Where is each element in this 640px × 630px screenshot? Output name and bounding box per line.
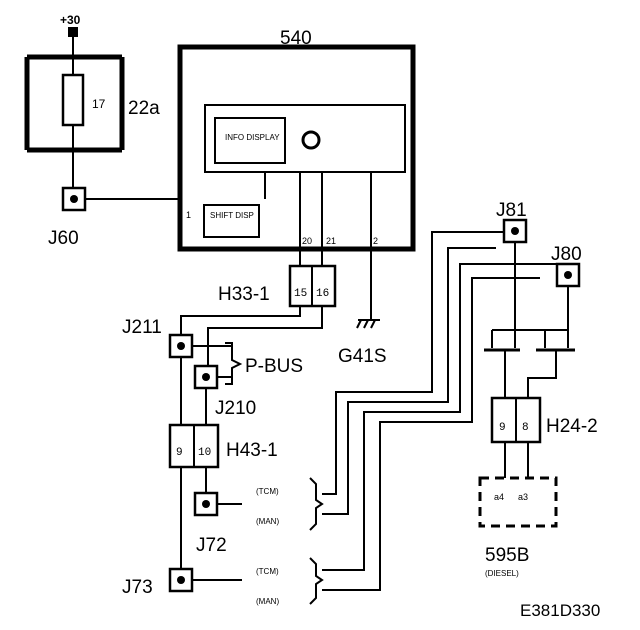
h43-pin-10: 10 [198, 447, 211, 459]
supply-label: +30 [60, 13, 81, 27]
pin-1-label: 1 [186, 210, 191, 220]
h33-pin-16: 16 [316, 288, 329, 300]
h33-1-label: H33-1 [218, 284, 270, 305]
connector-j72 [193, 491, 219, 517]
h24-pin-8: 8 [522, 422, 529, 434]
module-ref-label: 540 [280, 28, 312, 49]
shift-display-label: SHIFT DISP [210, 211, 254, 220]
j73-label: J73 [122, 577, 153, 598]
connector-j81 [502, 218, 528, 244]
conn-a4: a4 [494, 492, 504, 502]
info-display-label: INFO DISPLAY [225, 133, 280, 142]
fuse-number: 17 [92, 97, 106, 111]
diagram-code: E381D330 [520, 601, 600, 620]
connector-j211 [168, 333, 194, 359]
j72-label: J72 [196, 535, 227, 556]
connector-h43-1: 9 10 [168, 423, 220, 469]
connector-h33-1: 15 16 [288, 264, 337, 308]
pin-21-label: 21 [326, 236, 336, 246]
conn-a3: a3 [518, 492, 528, 502]
pin-20-label: 20 [302, 236, 312, 246]
g41s-label: G41S [338, 346, 387, 367]
j211-label: J211 [122, 317, 162, 338]
j60-label: J60 [48, 228, 79, 249]
j210-label: J210 [215, 398, 256, 419]
component-595b: a4 a3 [478, 476, 558, 528]
connector-j73 [168, 567, 194, 593]
fuse-ref-label: 22a [128, 98, 160, 119]
j80-label: J80 [551, 244, 582, 265]
h24-pin-9: 9 [499, 422, 506, 434]
ref-595b-label: 595B [485, 545, 529, 566]
shift-display [203, 204, 260, 238]
h43-1-label: H43-1 [226, 440, 278, 461]
tcm-label-1: (TCM) [256, 487, 279, 496]
info-display [214, 117, 286, 164]
fuse-element [61, 73, 85, 127]
ref-595b-sub: (DIESEL) [485, 569, 519, 578]
ground-g41s [356, 319, 380, 329]
fuse-box: 17 [24, 54, 125, 153]
pin-2-label: 2 [373, 236, 378, 246]
man-label-2: (MAN) [256, 597, 279, 606]
h24-2-label: H24-2 [546, 416, 598, 437]
man-label-1: (MAN) [256, 517, 279, 526]
connector-j210 [193, 364, 219, 390]
h33-pin-15: 15 [294, 288, 307, 300]
supply-terminal: +30 [60, 13, 81, 37]
connector-h24-2: 9 8 [490, 396, 542, 444]
tcm-label-2: (TCM) [256, 567, 279, 576]
connector-j60 [61, 186, 87, 212]
connector-j80 [555, 262, 581, 288]
h43-pin-9: 9 [176, 447, 183, 459]
display-knob [301, 130, 321, 150]
j81-label: J81 [496, 200, 527, 221]
p-bus-label: P-BUS [245, 356, 303, 377]
module-540: INFO DISPLAY SHIFT DISP [177, 44, 416, 252]
